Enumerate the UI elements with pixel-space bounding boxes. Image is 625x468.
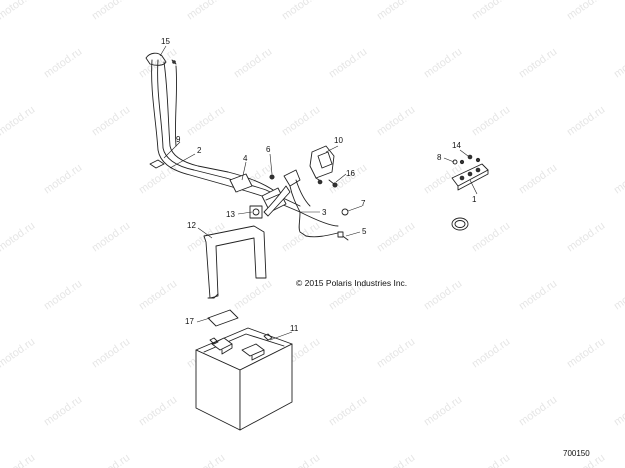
watermark-text: motod.ru: [232, 278, 274, 313]
watermark-text: motod.ru: [0, 0, 37, 22]
watermark-text: motod.ru: [327, 162, 369, 197]
watermark-text: motod.ru: [517, 278, 559, 313]
watermark-text: motod.ru: [0, 336, 37, 371]
part-5-bolt[interactable]: [337, 231, 349, 241]
watermark-text: motod.ru: [375, 220, 417, 255]
watermark-text: motod.ru: [375, 452, 417, 468]
watermark-text: motod.ru: [90, 104, 132, 139]
callout-17: 17: [185, 317, 194, 326]
watermark-text: motod.ru: [422, 46, 464, 81]
watermark-text: motod.ru: [0, 452, 37, 468]
watermark-text: motod.ru: [90, 220, 132, 255]
watermark-text: motod.ru: [375, 0, 417, 22]
watermark-text: motod.ru: [470, 336, 512, 371]
part-2-cable-harness[interactable]: [149, 59, 343, 238]
watermark-text: motod.ru: [422, 394, 464, 429]
watermark-text: motod.ru: [90, 452, 132, 468]
watermark-text: motod.ru: [470, 0, 512, 22]
watermark-text: motod.ru: [327, 46, 369, 81]
watermark-text: motod.ru: [0, 104, 37, 139]
watermark-text: motod.ru: [565, 0, 607, 22]
callout-4: 4: [243, 154, 248, 163]
watermark-text: motod.ru: [565, 104, 607, 139]
part-15-terminal[interactable]: [145, 52, 177, 66]
watermark-text: motod.ru: [90, 336, 132, 371]
part-6-bolt[interactable]: [269, 174, 275, 180]
callout-6: 6: [266, 145, 271, 154]
callout-10: 10: [334, 136, 343, 145]
watermark-text: motod.ru: [280, 104, 322, 139]
watermark-text: motod.ru: [470, 452, 512, 468]
part-7-nut[interactable]: [341, 208, 349, 216]
watermark-text: motod.ru: [42, 278, 84, 313]
watermark-text: motod.ru: [185, 452, 227, 468]
drawing-number: 700150: [563, 449, 590, 458]
callout-7: 7: [361, 199, 366, 208]
watermark-text: motod.ru: [232, 46, 274, 81]
part-16-screw[interactable]: [328, 179, 338, 188]
watermark-text: motod.ru: [137, 278, 179, 313]
watermark-text: motod.ru: [42, 394, 84, 429]
watermark-text: motod.ru: [517, 394, 559, 429]
callout-5: 5: [362, 227, 367, 236]
part-12-battery-bracket[interactable]: [203, 225, 267, 299]
callout-8: 8: [437, 153, 442, 162]
part-11-battery[interactable]: [195, 327, 293, 431]
callout-14: 14: [452, 141, 461, 150]
part-14-nut[interactable]: [467, 154, 481, 163]
watermark-text: motod.ru: [185, 0, 227, 22]
part-13-bolt[interactable]: [249, 205, 263, 219]
watermark-text: motod.ru: [612, 394, 625, 429]
watermark-text: motod.ru: [565, 336, 607, 371]
part-17-pad[interactable]: [207, 309, 239, 327]
watermark-text: motod.ru: [565, 220, 607, 255]
watermark-text: motod.ru: [90, 0, 132, 22]
watermark-text: motod.ru: [612, 46, 625, 81]
watermark-text: motod.ru: [612, 278, 625, 313]
copyright-notice: © 2015 Polaris Industries Inc.: [296, 278, 408, 288]
watermark-text: motod.ru: [375, 336, 417, 371]
watermark-text: motod.ru: [327, 394, 369, 429]
part-10-solenoid[interactable]: [309, 145, 335, 185]
watermark-text: motod.ru: [280, 0, 322, 22]
callout-1: 1: [472, 195, 477, 204]
watermark-text: motod.ru: [42, 162, 84, 197]
hose-clamp[interactable]: [451, 217, 469, 231]
watermark-text: motod.ru: [470, 104, 512, 139]
watermark-text: motod.ru: [42, 46, 84, 81]
callout-labels: 15 9 2 4 6 10 16 3 7 5 14 8 1 13 12 17 1…: [161, 37, 477, 333]
watermark-text: motod.ru: [137, 394, 179, 429]
watermark-text: motod.ru: [375, 104, 417, 139]
part-3-positive-lead[interactable]: [263, 169, 311, 217]
part-8-washer[interactable]: [452, 159, 465, 165]
callout-11: 11: [290, 324, 299, 333]
callout-13: 13: [226, 210, 235, 219]
leader-lines: [159, 45, 478, 341]
callout-15: 15: [161, 37, 170, 46]
watermark-text: motod.ru: [517, 46, 559, 81]
part-1-terminal-block[interactable]: [451, 163, 489, 191]
watermark-text: motod.ru: [612, 162, 625, 197]
callout-2: 2: [197, 146, 202, 155]
watermark-text: motod.ru: [185, 104, 227, 139]
callout-3: 3: [322, 208, 327, 217]
watermark-text: motod.ru: [470, 220, 512, 255]
callout-12: 12: [187, 221, 196, 230]
watermark-text: motod.ru: [280, 452, 322, 468]
watermark-text: motod.ru: [422, 278, 464, 313]
watermark-text: motod.ru: [0, 220, 37, 255]
watermark-text: motod.ru: [517, 162, 559, 197]
callout-16: 16: [346, 169, 355, 178]
callout-9: 9: [176, 135, 181, 144]
